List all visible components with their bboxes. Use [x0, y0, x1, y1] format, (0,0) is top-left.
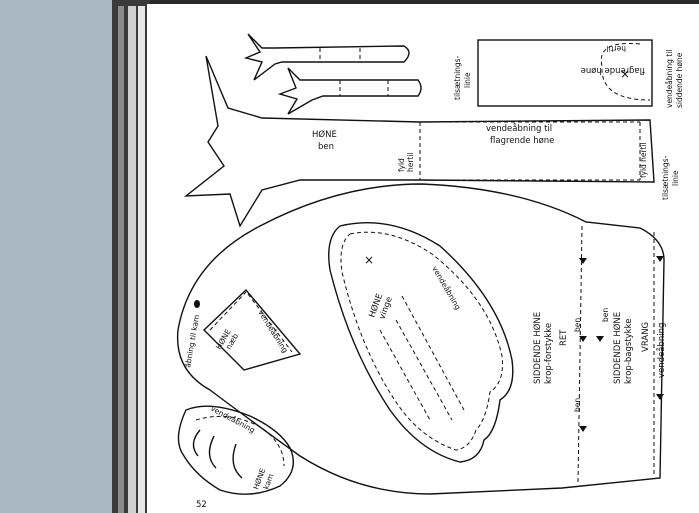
page-number: 52	[196, 500, 207, 510]
body-turn-opening: vendeåbning	[656, 323, 667, 378]
eye-mark	[194, 300, 200, 308]
flapping-turn-label-2: siddende høne	[675, 52, 684, 108]
svg-text:×: ×	[364, 253, 374, 267]
leg-subtitle: ben	[318, 142, 334, 152]
leg-seam-label: tilsætnings-	[661, 155, 670, 200]
flapping-seam-label-2: linie	[463, 72, 472, 88]
svg-text:×: ×	[620, 67, 630, 81]
leg-fill-label-2: hertil	[406, 152, 415, 172]
flapping-turn-label: vendeåbning til	[665, 50, 674, 108]
leg-mark-2: ben	[601, 308, 610, 322]
back-title: SIDDENDE HØNE	[612, 312, 623, 384]
back-subtitle: krop-bagstykke	[624, 319, 634, 384]
leg-fill-right-label: fyld hertil	[639, 142, 648, 178]
flapping-label: flagrende høne	[581, 65, 645, 75]
front-title: SIDDENDE HØNE	[532, 312, 543, 384]
front-subtitle: krop-forstykke	[544, 323, 554, 384]
leg-pattern-piece: HØNE ben vendeåbning til flagrende høne …	[183, 55, 680, 228]
back-side: VRANG	[641, 322, 651, 352]
small-leg-pieces	[243, 33, 422, 115]
leg-mark-3: ben	[573, 398, 582, 412]
facing-page	[0, 0, 112, 513]
leg-mark-1: ben	[573, 318, 582, 332]
leg-seam-label-2: linie	[671, 170, 680, 186]
leg-title: HØNE	[312, 129, 337, 140]
leg-turn-opening-label-2: flagrende høne	[490, 136, 554, 146]
front-side: RET	[559, 329, 569, 346]
leg-turn-opening-label: vendeåbning til	[486, 123, 552, 134]
leg-fill-label: fyld	[397, 158, 406, 172]
flapping-body-pattern-piece: hertil × flagrende høne tilsætnings- lin…	[453, 39, 684, 108]
flapping-seam-label: tilsætnings-	[453, 55, 462, 100]
flapping-fill-label: hertil	[606, 44, 626, 53]
pattern-page	[147, 4, 699, 513]
